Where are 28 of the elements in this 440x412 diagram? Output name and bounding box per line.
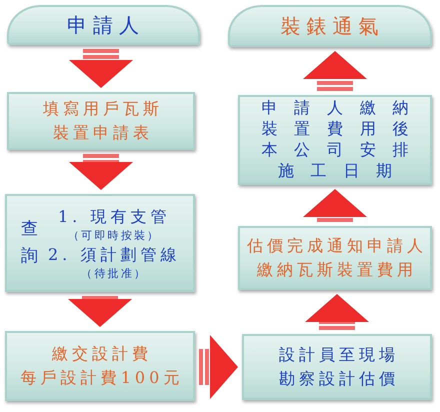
node-text: 裝錶通氣 [280, 13, 384, 40]
node-text: 查詢 [21, 218, 38, 268]
node-text: 申請人 [66, 12, 145, 39]
block-arrow [69, 49, 133, 88]
block-arrow [305, 294, 369, 330]
rounded-tab-box [228, 5, 432, 47]
node-text: 申請人繳納裝置費用後本公司安排施工日期 [260, 98, 426, 182]
node-text: 設計員至現場勘察設計估價 [278, 344, 400, 390]
node-text: 每戶設計費100元 [20, 367, 184, 389]
block-arrow [303, 51, 367, 91]
node-text: 繳交設計費 [51, 343, 152, 365]
block-arrow [68, 296, 132, 327]
node-text: （待批准） [81, 267, 148, 282]
block-arrow [303, 189, 367, 222]
node-text: 1. 現有支管 [58, 206, 170, 228]
process-box [7, 92, 195, 150]
node-text: 填寫用戶瓦斯裝置申請表 [42, 98, 164, 144]
rounded-tab-box [7, 5, 200, 45]
node-text: 估價完成通知申請人繳納瓦斯裝置費用 [246, 235, 428, 281]
node-text: 2. 須計劃管線 [48, 244, 180, 266]
process-box [238, 95, 432, 185]
process-box [242, 334, 432, 400]
process-box [238, 226, 432, 290]
block-arrow [199, 335, 238, 399]
process-box [5, 331, 195, 401]
block-arrow [69, 154, 133, 190]
process-box [5, 194, 195, 292]
node-text: （可即時按裝） [68, 228, 160, 243]
